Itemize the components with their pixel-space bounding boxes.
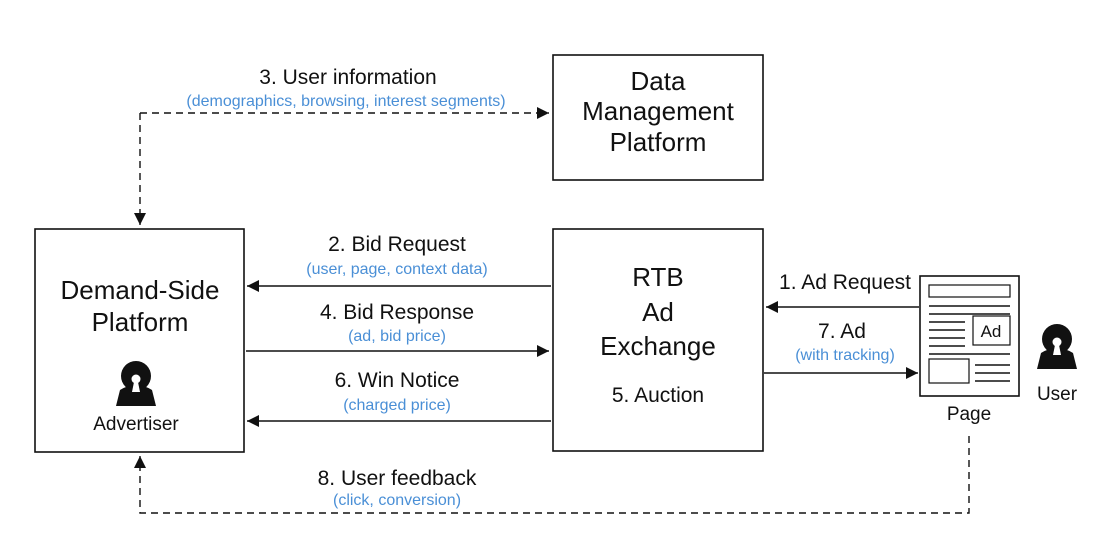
ad-slot-label: Ad	[981, 322, 1002, 341]
dmp-title-line2: Management	[582, 96, 735, 126]
webpage-icon: Ad	[919, 275, 1020, 397]
auction-label: 5. Auction	[612, 384, 704, 407]
user-information-detail: (demographics, browsing, interest segmen…	[186, 93, 505, 110]
page-label: Page	[947, 404, 991, 425]
user-feedback-label: 8. User feedback	[318, 467, 477, 490]
user-person-icon	[1037, 324, 1077, 369]
rtb-ad-exchange-box: RTB Ad Exchange 5. Auction	[552, 228, 764, 452]
advertiser-person-icon	[116, 361, 156, 406]
ad-request-label: 1. Ad Request	[779, 271, 911, 294]
rtb-title-line3: Exchange	[600, 331, 716, 361]
user-label: User	[1037, 384, 1078, 405]
demand-side-platform-box: Demand-Side Platform Advertiser	[34, 228, 245, 453]
win-notice-label: 6. Win Notice	[335, 369, 460, 392]
dsp-title-line1: Demand-Side	[61, 275, 220, 305]
dmp-title-line1: Data	[631, 66, 686, 96]
user-information-arrow	[134, 113, 549, 225]
win-notice-detail: (charged price)	[343, 397, 451, 414]
dsp-title-line2: Platform	[92, 307, 189, 337]
data-management-platform-box: Data Management Platform	[552, 54, 764, 181]
dmp-title-line3: Platform	[610, 127, 707, 157]
user-feedback-arrow	[134, 436, 970, 514]
advertiser-label: Advertiser	[93, 414, 179, 435]
rtb-title-line1: RTB	[632, 262, 684, 292]
ad-slot	[972, 315, 1011, 346]
ad-label: 7. Ad	[818, 320, 866, 343]
ad-detail: (with tracking)	[795, 347, 895, 364]
bid-response-detail: (ad, bid price)	[348, 328, 446, 345]
bid-response-label: 4. Bid Response	[320, 301, 474, 324]
user-information-label: 3. User information	[259, 66, 436, 89]
bid-request-detail: (user, page, context data)	[306, 261, 487, 278]
rtb-title-line2: Ad	[642, 297, 674, 327]
user-feedback-detail: (click, conversion)	[333, 492, 461, 509]
bid-request-label: 2. Bid Request	[328, 233, 466, 256]
